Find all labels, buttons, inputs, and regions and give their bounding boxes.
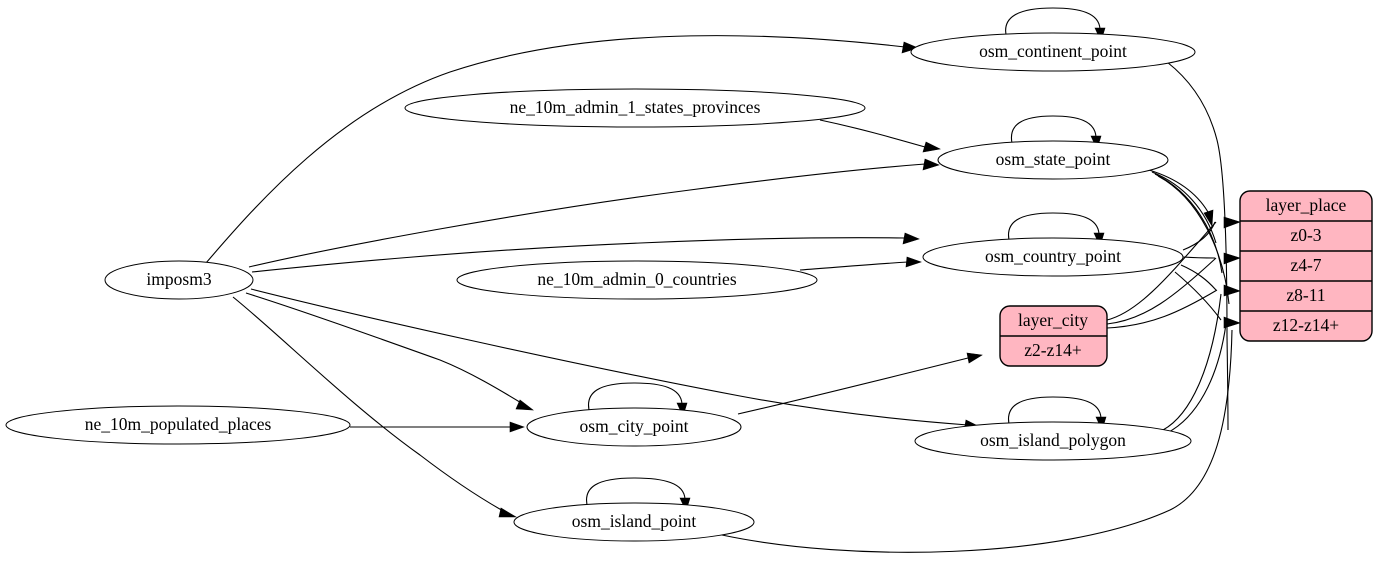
edge-selfloop-osm_island_point: [586, 477, 686, 510]
edge-selfloop-osm_state_point: [1010, 115, 1097, 148]
edge-osm_country_point-to-layer_place-z8-11: [1180, 264, 1217, 291]
arrowhead-icon: [902, 232, 920, 245]
edge-osm_continent_point-to-layer_place-z0-3: [1166, 61, 1228, 337]
node-osm_country_point[interactable]: osm_country_point: [922, 237, 1184, 277]
edge-imposm3-to-osm_island_polygon: [250, 288, 969, 426]
edge-layer_city-to-layer_place-z4-7: [1106, 257, 1217, 325]
edge-layer: [205, 7, 1241, 553]
record-row-z12-z14[interactable]: z12-z14+: [1273, 315, 1339, 335]
edge-osm_island_polygon-to-layer_place-z8-11: [1162, 293, 1222, 431]
arrowhead-icon: [905, 256, 922, 268]
node-shape: [914, 421, 1192, 461]
edge-imposm3-to-osm_city_point: [245, 292, 524, 405]
node-shape: [910, 32, 1196, 72]
node-osm_island_point[interactable]: osm_island_point: [513, 502, 755, 542]
record-node-layer_place[interactable]: layer_place z0-3 z4-7 z8-11 z12-z14+: [1239, 190, 1373, 342]
edge-selfloop-osm_continent_point: [1005, 7, 1101, 40]
node-shape: [456, 260, 818, 300]
record-row-z2-z14[interactable]: z2-z14+: [1024, 340, 1082, 360]
arrowhead-icon: [1223, 284, 1241, 297]
edge-layer_city-to-layer_place-z8-11: [1106, 289, 1218, 329]
edge-osm_state_point-to-layer_place-z4-7: [1151, 171, 1217, 244]
node-ne_10m_admin_1_states_provinces[interactable]: ne_10m_admin_1_states_provinces: [404, 88, 866, 128]
node-label: osm_city_point: [580, 416, 689, 436]
arrowhead-icon: [1223, 316, 1241, 329]
record-row-z0-3[interactable]: z0-3: [1290, 225, 1321, 245]
edge-osm_city_point-to-layer_city-z2-z14+: [737, 357, 969, 415]
arrowhead-icon: [901, 41, 919, 54]
node-label: osm_island_point: [572, 511, 697, 531]
arrowhead-icon: [1223, 216, 1241, 229]
node-label: imposm3: [146, 269, 211, 289]
arrowhead-icon: [515, 399, 534, 411]
node-label: ne_10m_populated_places: [85, 414, 272, 434]
edge-selfloop-osm_country_point: [1008, 212, 1100, 245]
edge-osm_island_polygon-to-layer_place-z12-z14+: [1166, 323, 1227, 434]
arrowhead-icon: [1203, 209, 1214, 227]
edge-imposm3-to-osm_island_point: [232, 296, 506, 513]
edge-imposm3-to-osm_continent_point: [205, 35, 906, 264]
record-background: [1239, 190, 1373, 342]
edge-osm_state_point-to-layer_place-z12-z14+: [1157, 175, 1230, 305]
node-shape: [937, 140, 1169, 180]
node-shape: [104, 260, 254, 300]
node-label: osm_island_polygon: [980, 430, 1126, 450]
edge-osm_island_point-to-layer_place-z12-z14+: [721, 329, 1233, 553]
arrowhead-icon: [509, 421, 525, 433]
arrowhead-icon: [922, 158, 940, 171]
edge-selfloop-osm_island_polygon: [1008, 396, 1102, 429]
node-ne_10m_admin_0_countries[interactable]: ne_10m_admin_0_countries: [456, 260, 818, 300]
record-title: layer_city: [1018, 310, 1088, 330]
node-osm_continent_point[interactable]: osm_continent_point: [910, 32, 1196, 72]
node-shape: [922, 237, 1184, 277]
edge-imposm3-to-osm_country_point: [251, 237, 906, 273]
arrowhead-icon: [922, 141, 941, 153]
node-osm_city_point[interactable]: osm_city_point: [526, 407, 742, 447]
node-imposm3[interactable]: imposm3: [104, 260, 254, 300]
edge-imposm3-to-osm_state_point: [248, 163, 926, 268]
edge-osm_state_point-to-layer_place-z0-3: [1148, 169, 1209, 213]
record-layer: layer_city z2-z14+ layer_place z0-3 z4-7…: [999, 190, 1373, 367]
node-osm_state_point[interactable]: osm_state_point: [937, 140, 1169, 180]
node-shape: [513, 502, 755, 542]
edge-ne_countries-to-osm_country_point: [799, 261, 909, 271]
node-label: ne_10m_admin_1_states_provinces: [510, 97, 761, 117]
node-label: osm_country_point: [985, 246, 1121, 266]
record-row-z8-11[interactable]: z8-11: [1286, 285, 1325, 305]
node-label: ne_10m_admin_0_countries: [537, 269, 736, 289]
record-row-z4-7[interactable]: z4-7: [1290, 255, 1321, 275]
node-label: osm_continent_point: [979, 41, 1127, 61]
arrowhead-icon: [966, 352, 983, 364]
edge-osm_country_point-to-layer_place-z4-7: [1182, 256, 1216, 259]
node-ne_10m_populated_places[interactable]: ne_10m_populated_places: [5, 405, 351, 445]
edge-osm_continent_point-to-layer_place-z0-3-tail: [1226, 335, 1229, 431]
node-shape: [404, 88, 866, 128]
node-osm_island_polygon[interactable]: osm_island_polygon: [914, 421, 1192, 461]
edge-selfloop-osm_city_point: [588, 382, 683, 415]
record-title: layer_place: [1266, 195, 1347, 215]
arrowhead-icon: [1223, 252, 1241, 265]
node-shape: [526, 407, 742, 447]
node-shape: [5, 405, 351, 445]
node-label: osm_state_point: [996, 149, 1111, 169]
node-layer: imposm3 ne_10m_admin_1_states_provinces …: [5, 32, 1196, 542]
record-node-layer_city[interactable]: layer_city z2-z14+: [999, 305, 1108, 367]
edge-ne_states-to-osm_state_point: [819, 119, 926, 148]
edge-osm_country_point-to-layer_place-z12-z14+: [1174, 271, 1222, 321]
arrowhead-icon: [498, 507, 518, 518]
edge-layer_city-to-layer_place-z0-3: [1106, 221, 1217, 321]
